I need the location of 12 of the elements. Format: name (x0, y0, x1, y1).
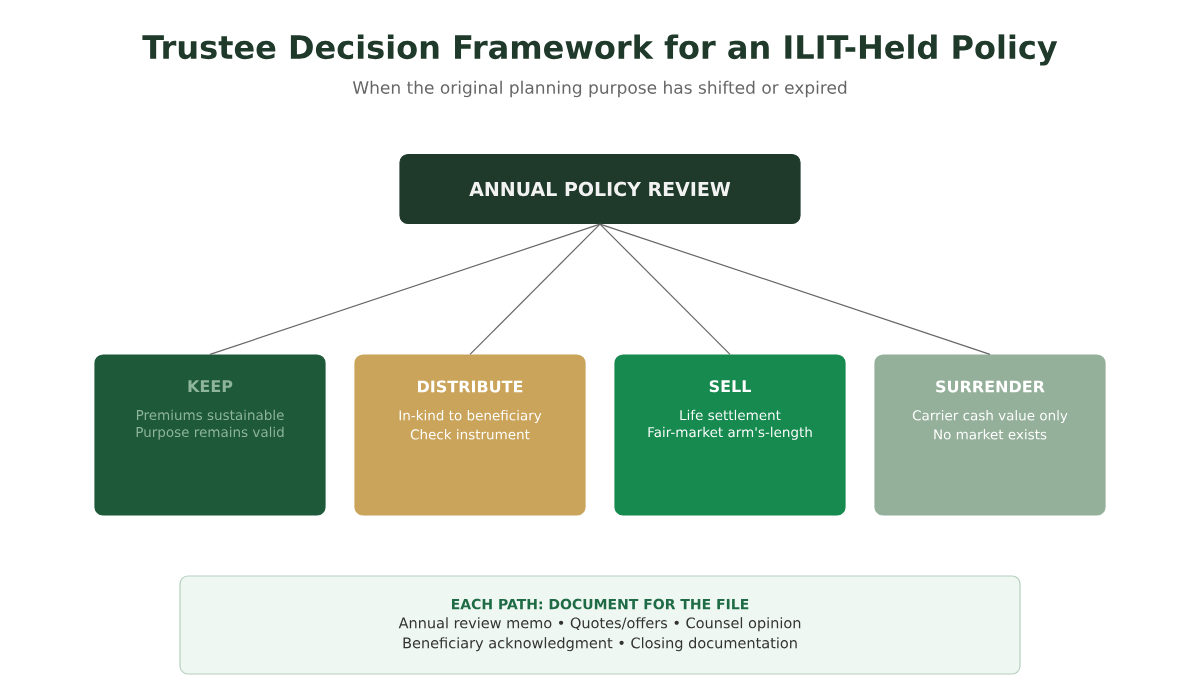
documentation-box: EACH PATH: DOCUMENT FOR THE FILE Annual review memo • Quotes/offers • Counsel opinion Beneficiary acknowledgment • Closing documentation (179, 575, 1021, 675)
connector-line (469, 223, 601, 355)
connector-line (599, 223, 731, 355)
title: Trustee Decision Framework for an ILIT-Held Policy (142, 34, 1058, 66)
option-box: SURRENDER Carrier cash value only No market exists (874, 354, 1106, 516)
option-box: KEEP Premiums sustainable Purpose remains valid (94, 354, 326, 516)
option-box: SELL Life settlement Fair-market arm's-length (614, 354, 846, 516)
connector-line (599, 223, 991, 355)
review-box: ANNUAL POLICY REVIEW (399, 153, 801, 225)
connector-line (209, 223, 601, 355)
subtitle: When the original planning purpose has shifted or expired (352, 80, 847, 98)
option-box: DISTRIBUTE In-kind to beneficiary Check instrument (354, 354, 586, 516)
